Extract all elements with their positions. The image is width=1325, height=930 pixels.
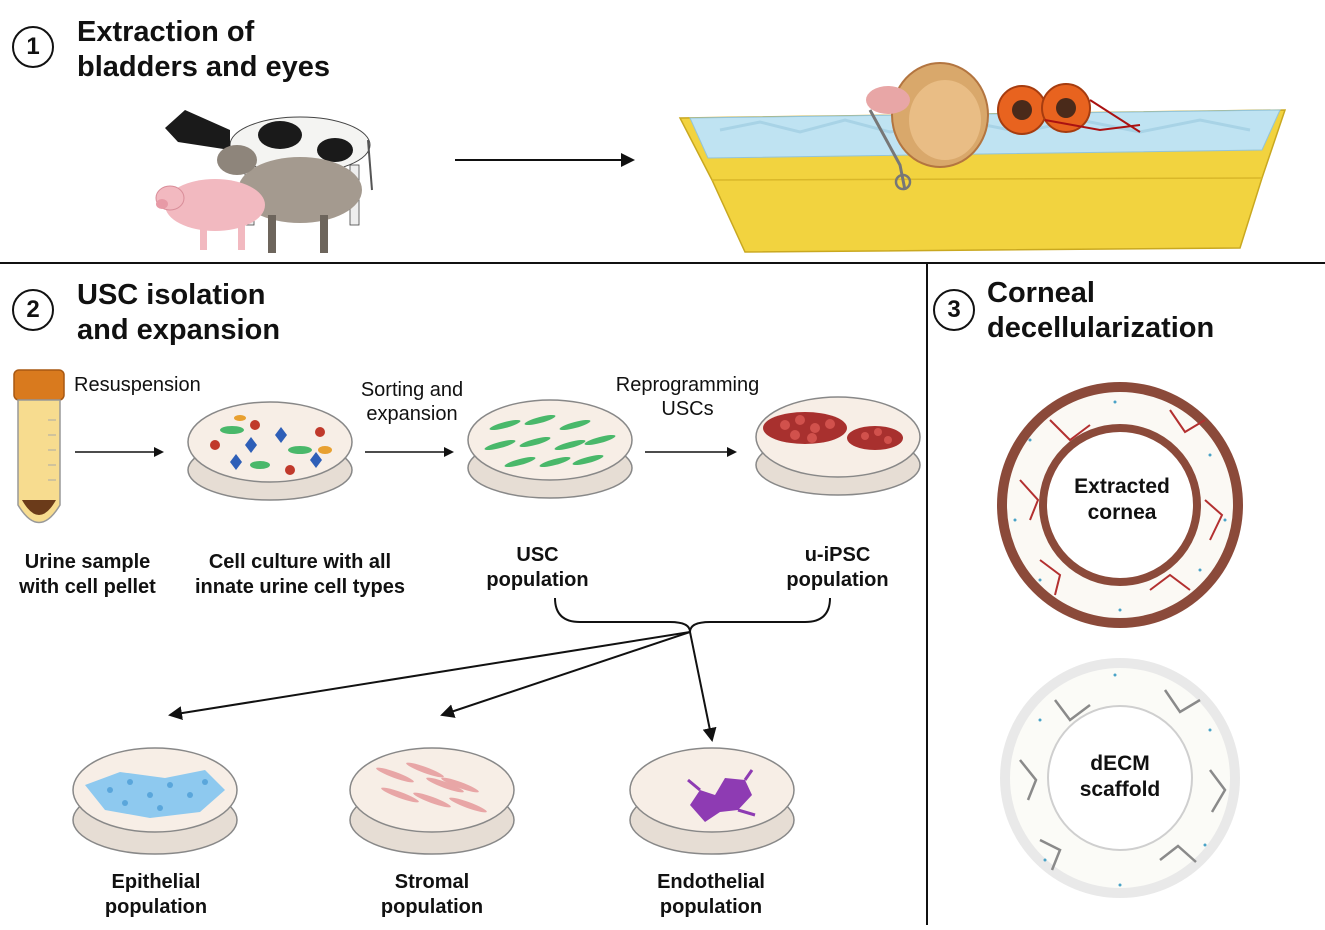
label-extracted-cornea: Extracted cornea — [1060, 474, 1184, 526]
label-epithelial: Epithelial population — [90, 870, 222, 920]
dish-stromal — [349, 747, 515, 855]
section-3-title: Corneal decellularization — [987, 276, 1214, 346]
label-usc-population: USC population — [475, 543, 600, 593]
label-urine-line1: Urine sample — [24, 551, 151, 573]
step-sorting: Sorting and expansion — [352, 378, 472, 426]
label-usc-line2: population — [486, 569, 589, 591]
label-ipsc-line1: u-iPSC — [804, 544, 871, 566]
extracted-cornea-illustration — [997, 382, 1243, 628]
step-sorting-line1: Sorting and — [360, 379, 464, 401]
label-stromal-line2: population — [380, 896, 484, 918]
label-culture-line1: Cell culture with all — [208, 551, 392, 573]
label-culture-line2: innate urine cell types — [194, 576, 406, 598]
livestock-illustration — [155, 110, 373, 253]
label-ipsc-population: u-iPSC population — [775, 543, 900, 593]
label-usc-line1: USC — [516, 544, 559, 566]
label-ipsc-line2: population — [786, 569, 889, 591]
step-sorting-line2: expansion — [366, 403, 458, 425]
label-scaffold-line1: dECM — [1090, 752, 1150, 775]
label-decm-scaffold: dECM scaffold — [1058, 751, 1182, 803]
label-epithelial-line2: population — [104, 896, 208, 918]
step-resuspension: Resuspension — [74, 374, 201, 396]
section-1-title-line2: bladders and eyes — [77, 51, 331, 83]
label-stromal-line1: Stromal — [394, 871, 470, 893]
section-2-title-line1: USC isolation — [77, 279, 266, 311]
step-reprogramming-line1: Reprogramming — [615, 374, 760, 396]
label-endothelial-line1: Endothelial — [657, 871, 765, 893]
dish-ipsc — [755, 396, 921, 496]
section-2-title-line2: and expansion — [77, 314, 281, 346]
section-3-title-line1: Corneal — [987, 277, 1095, 309]
step-reprogramming-line2: USCs — [661, 398, 714, 420]
ice-tray-illustration — [678, 62, 1287, 253]
label-endothelial-line2: population — [659, 896, 763, 918]
merge-brace — [554, 597, 831, 633]
label-scaffold-line2: scaffold — [1079, 778, 1161, 801]
label-epithelial-line1: Epithelial — [111, 871, 201, 893]
section-2-number: 2 — [12, 289, 54, 331]
label-urine-line2: with cell pellet — [19, 576, 156, 598]
decm-scaffold-illustration — [1000, 658, 1240, 898]
arrow-to-endothelial — [689, 631, 717, 742]
dish-mixed-culture — [187, 401, 353, 501]
arrow-to-stromal — [440, 631, 691, 718]
label-stromal: Stromal population — [366, 870, 498, 920]
section-1-title-line1: Extraction of — [77, 16, 255, 48]
label-endothelial: Endothelial population — [640, 870, 782, 920]
dish-endothelial — [629, 747, 795, 855]
label-extracted-line2: cornea — [1087, 501, 1157, 524]
dish-usc — [467, 399, 633, 499]
label-urine-sample: Urine sample with cell pellet — [5, 550, 170, 600]
urine-tube — [13, 369, 65, 524]
section-1-number: 1 — [12, 26, 54, 68]
step-reprogramming: Reprogramming USCs — [605, 373, 770, 421]
dish-epithelial — [72, 747, 238, 855]
section-3-number: 3 — [933, 289, 975, 331]
section-2-title: USC isolation and expansion — [77, 278, 280, 348]
section-1-title: Extraction of bladders and eyes — [77, 15, 330, 85]
arrow-to-epithelial — [168, 631, 691, 721]
section-3-title-line2: decellularization — [987, 312, 1215, 344]
label-cell-culture: Cell culture with all innate urine cell … — [185, 550, 415, 600]
label-extracted-line1: Extracted — [1074, 475, 1170, 498]
